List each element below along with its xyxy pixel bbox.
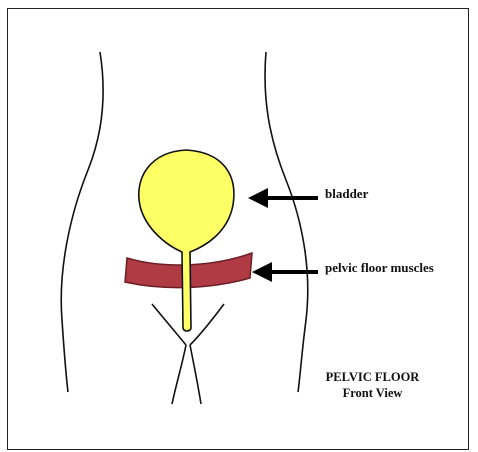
bladder-shape [139, 150, 234, 331]
left-inner-thigh-line [152, 304, 186, 345]
right-leg-line [190, 345, 201, 404]
bladder-arrow [248, 188, 318, 208]
caption-subtitle: Front View [320, 385, 425, 401]
left-body-outline [61, 52, 103, 392]
figure-caption: PELVIC FLOOR Front View [320, 369, 425, 401]
caption-title: PELVIC FLOOR [320, 369, 425, 385]
pelvic-floor-muscles-label: pelvic floor muscles [325, 260, 434, 276]
bladder-label: bladder [325, 186, 368, 202]
right-inner-thigh-line [190, 304, 224, 345]
left-leg-line [172, 345, 186, 404]
right-body-outline [265, 52, 308, 392]
